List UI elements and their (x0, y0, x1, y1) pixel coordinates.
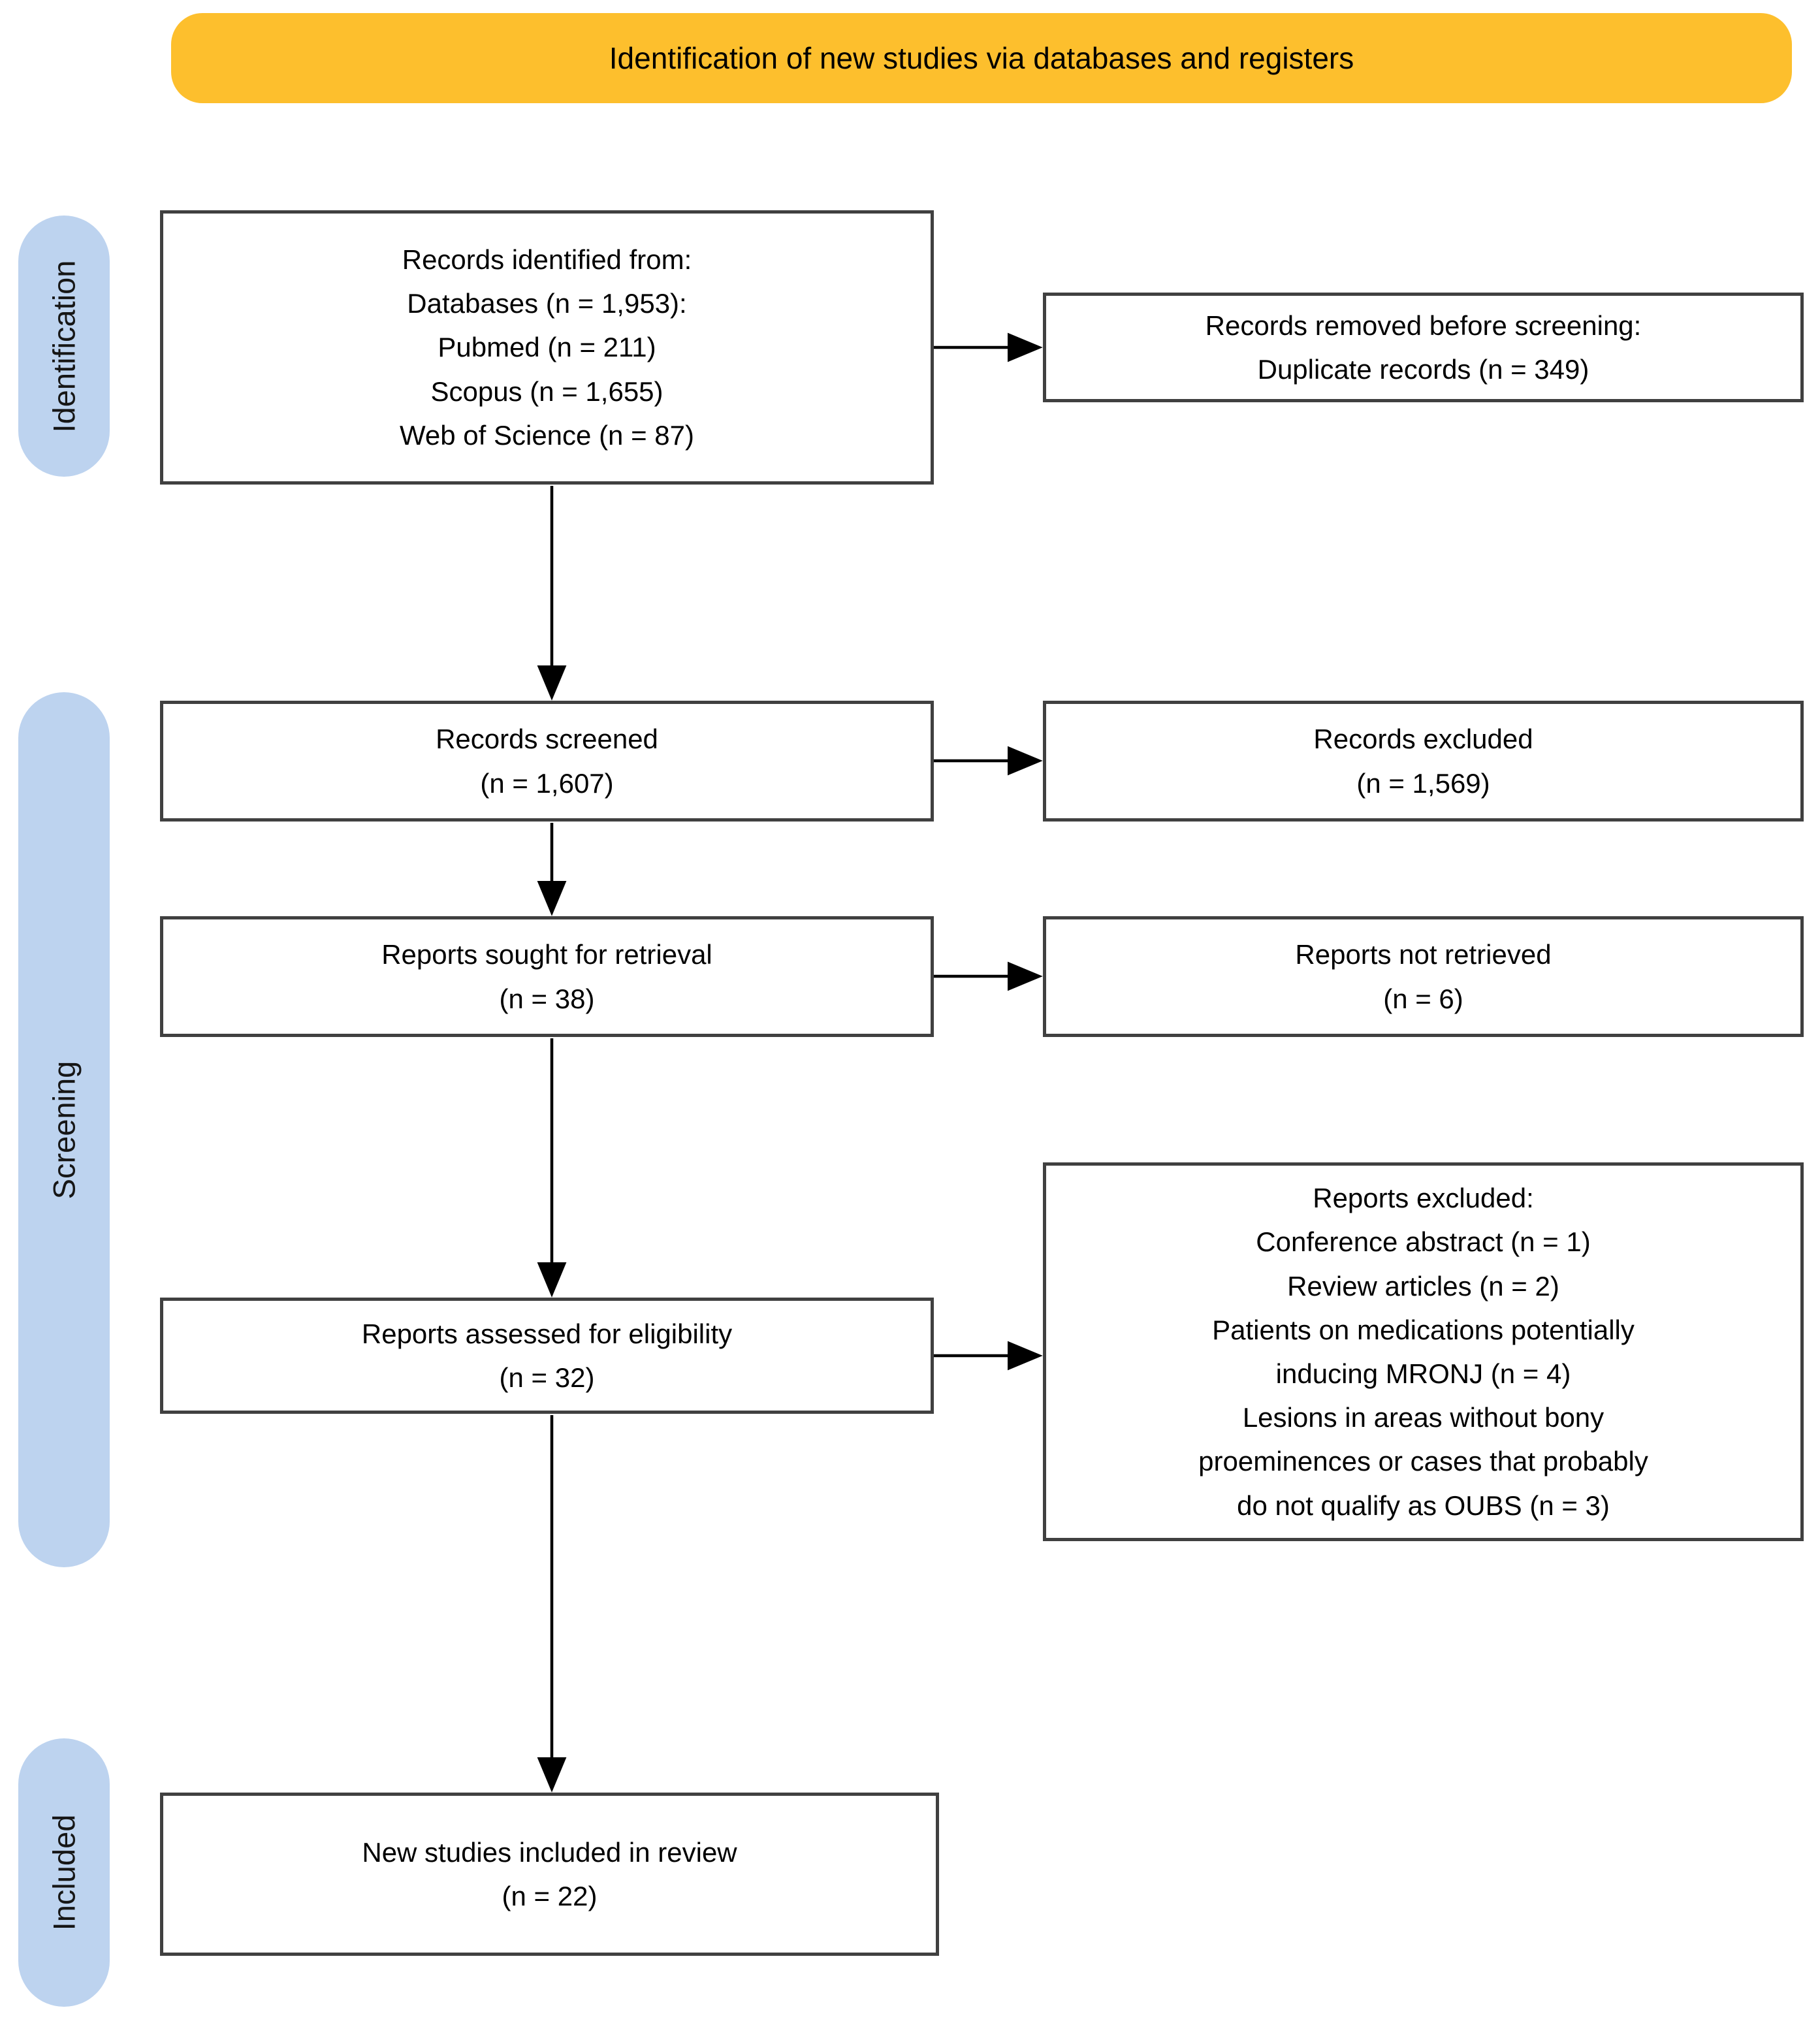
stage-pill-screening: Screening (18, 692, 110, 1567)
stage-label-included: Included (46, 1814, 82, 1931)
box-records-identified: Records identified from: Databases (n = … (160, 210, 934, 485)
box-records-removed: Records removed before screening: Duplic… (1043, 293, 1804, 402)
reports-excluded-text: Reports excluded: Conference abstract (n… (1198, 1183, 1648, 1521)
stage-label-identification: Identification (46, 260, 82, 432)
reports-assessed-text: Reports assessed for eligibility (n = 32… (361, 1318, 733, 1393)
box-records-screened: Records screened (n = 1,607) (160, 701, 934, 822)
box-new-studies-included: New studies included in review (n = 22) (160, 1793, 939, 1956)
records-excluded-text: Records excluded (n = 1,569) (1313, 724, 1533, 799)
reports-not-retrieved-text: Reports not retrieved (n = 6) (1295, 939, 1552, 1014)
box-records-excluded: Records excluded (n = 1,569) (1043, 701, 1804, 822)
stage-pill-identification: Identification (18, 215, 110, 477)
reports-sought-text: Reports sought for retrieval (n = 38) (381, 939, 712, 1014)
box-reports-not-retrieved: Reports not retrieved (n = 6) (1043, 916, 1804, 1037)
stage-pill-included: Included (18, 1738, 110, 2007)
stage-label-screening: Screening (46, 1061, 82, 1199)
records-removed-text: Records removed before screening: Duplic… (1205, 310, 1642, 385)
records-identified-text: Records identified from: Databases (n = … (400, 244, 694, 451)
records-screened-text: Records screened (n = 1,607) (436, 724, 658, 799)
diagram-title-banner: Identification of new studies via databa… (171, 13, 1792, 103)
box-reports-assessed: Reports assessed for eligibility (n = 32… (160, 1298, 934, 1414)
box-reports-sought: Reports sought for retrieval (n = 38) (160, 916, 934, 1037)
box-reports-excluded: Reports excluded: Conference abstract (n… (1043, 1162, 1804, 1541)
diagram-title: Identification of new studies via databa… (609, 41, 1354, 75)
new-studies-text: New studies included in review (n = 22) (362, 1836, 737, 1911)
